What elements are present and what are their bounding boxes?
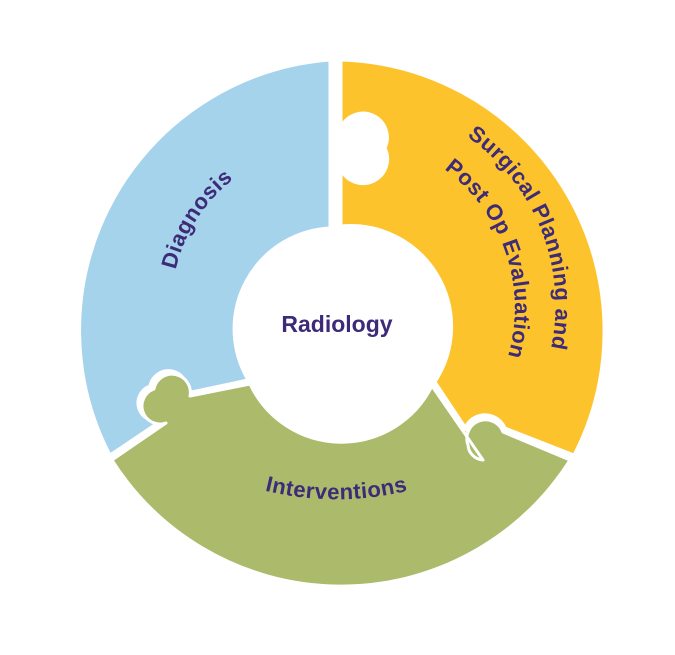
segment-interventions — [110, 372, 572, 588]
segment-diagnosis — [78, 58, 332, 457]
segment-surgical-planning — [339, 58, 606, 460]
center-circle — [240, 227, 434, 421]
center-label: Radiology — [281, 311, 392, 337]
